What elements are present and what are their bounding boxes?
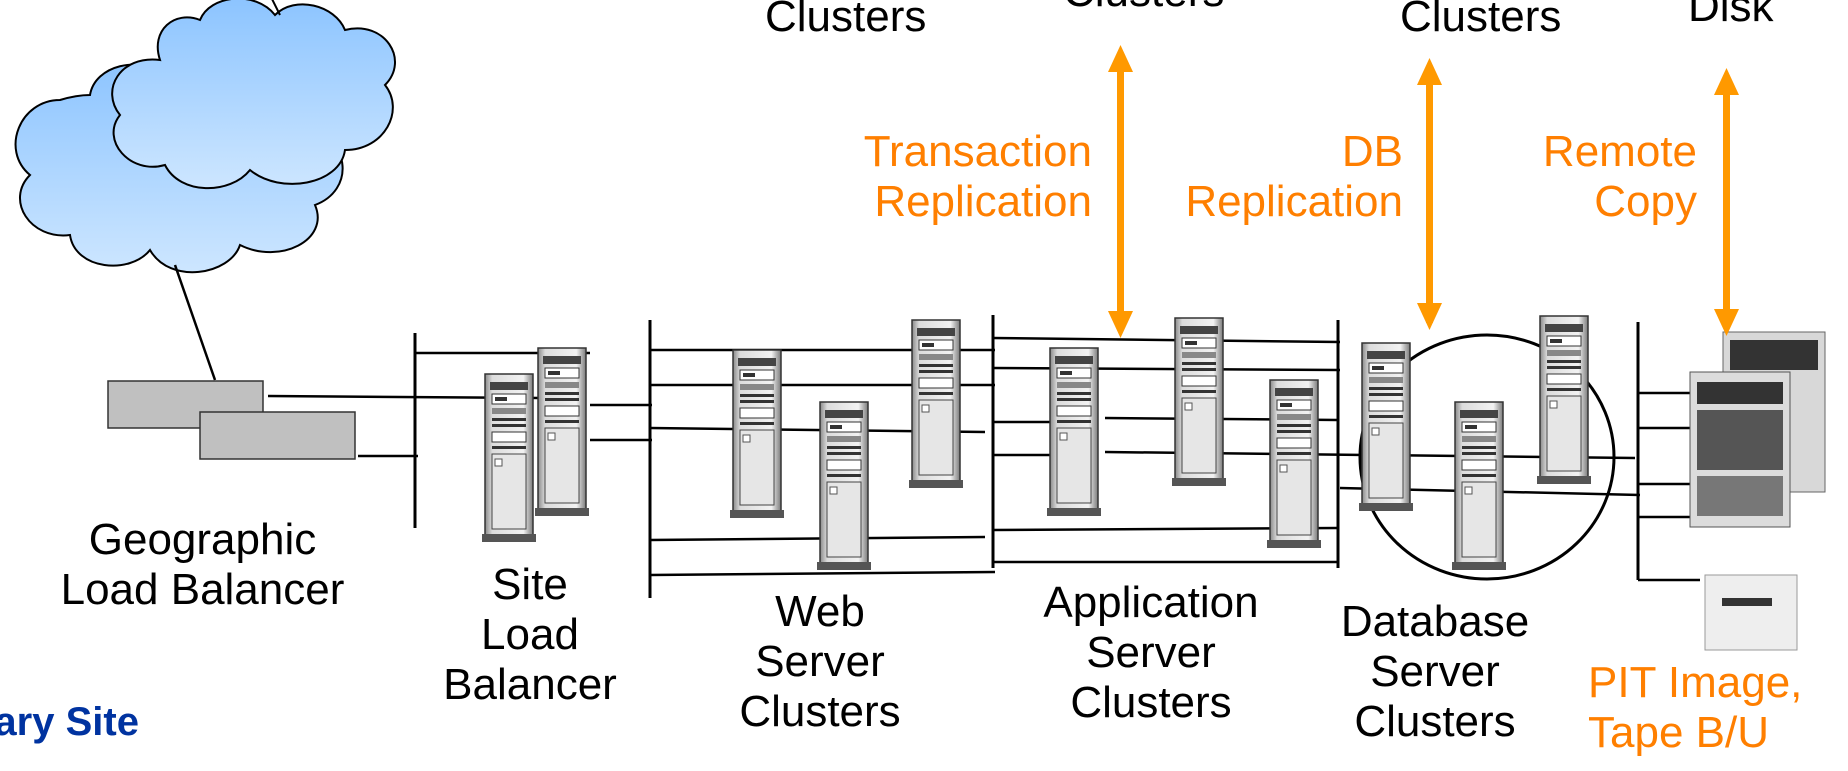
remote-copy-label: Remote Copy bbox=[1520, 127, 1697, 227]
label-line: Server bbox=[755, 637, 885, 686]
label-line: Load bbox=[481, 610, 579, 659]
replication-line: Replication bbox=[874, 177, 1092, 226]
label-line: Server bbox=[1086, 628, 1216, 677]
label-line: Geographic bbox=[88, 515, 317, 564]
label-line: Tape B/U bbox=[1588, 708, 1769, 757]
db-clusters-top-label: Clusters bbox=[1400, 0, 1562, 41]
copy-line: Copy bbox=[1594, 177, 1697, 226]
geographic-load-balancer-device bbox=[107, 380, 541, 460]
db-replication-label: DB Replication bbox=[1165, 127, 1403, 227]
database-server-cluster bbox=[1339, 315, 1641, 581]
site-load-balancer-rack bbox=[413, 333, 652, 543]
label-line: Clusters bbox=[1070, 678, 1232, 727]
db-line: DB bbox=[1341, 127, 1403, 176]
application-server-cluster bbox=[991, 315, 1636, 568]
label-line: Application bbox=[1043, 578, 1259, 627]
label-line: Clusters bbox=[739, 687, 901, 736]
web-clusters-top-label: Clusters bbox=[765, 0, 927, 41]
application-server-clusters-label: Application Server Clusters bbox=[1008, 578, 1294, 728]
site-load-balancer-label: Site Load Balancer bbox=[410, 560, 650, 710]
app-clusters-top-label: Clusters bbox=[1063, 0, 1224, 17]
storage-disk-array bbox=[1636, 322, 1826, 651]
replication-line: Replication bbox=[1185, 177, 1403, 226]
database-server-clusters-label: Database Server Clusters bbox=[1300, 597, 1570, 747]
replication-arrows bbox=[1108, 45, 1739, 338]
transaction-line: Transaction bbox=[863, 127, 1092, 176]
web-server-cluster bbox=[648, 319, 996, 598]
label-line: Load Balancer bbox=[60, 565, 345, 614]
web-server-clusters-label: Web Server Clusters bbox=[690, 587, 950, 737]
label-line: Server bbox=[1370, 647, 1500, 696]
remote-line: Remote bbox=[1542, 127, 1697, 176]
label-line: Database bbox=[1340, 597, 1530, 646]
label-line: Balancer bbox=[443, 660, 617, 709]
label-line: Site bbox=[492, 560, 568, 609]
label-line: PIT Image, bbox=[1588, 658, 1803, 707]
pit-image-tape-label: PIT Image, Tape B/U bbox=[1588, 658, 1802, 758]
geographic-load-balancer-label: Geographic Load Balancer bbox=[25, 515, 380, 615]
label-line: Web bbox=[775, 587, 865, 636]
label-line: Clusters bbox=[1354, 697, 1516, 746]
site-title: dary Site bbox=[0, 700, 139, 744]
disk-top-label: Disk bbox=[1688, 0, 1774, 31]
internet-cloud bbox=[14, 0, 396, 381]
transaction-replication-label: Transaction Replication bbox=[840, 127, 1092, 227]
